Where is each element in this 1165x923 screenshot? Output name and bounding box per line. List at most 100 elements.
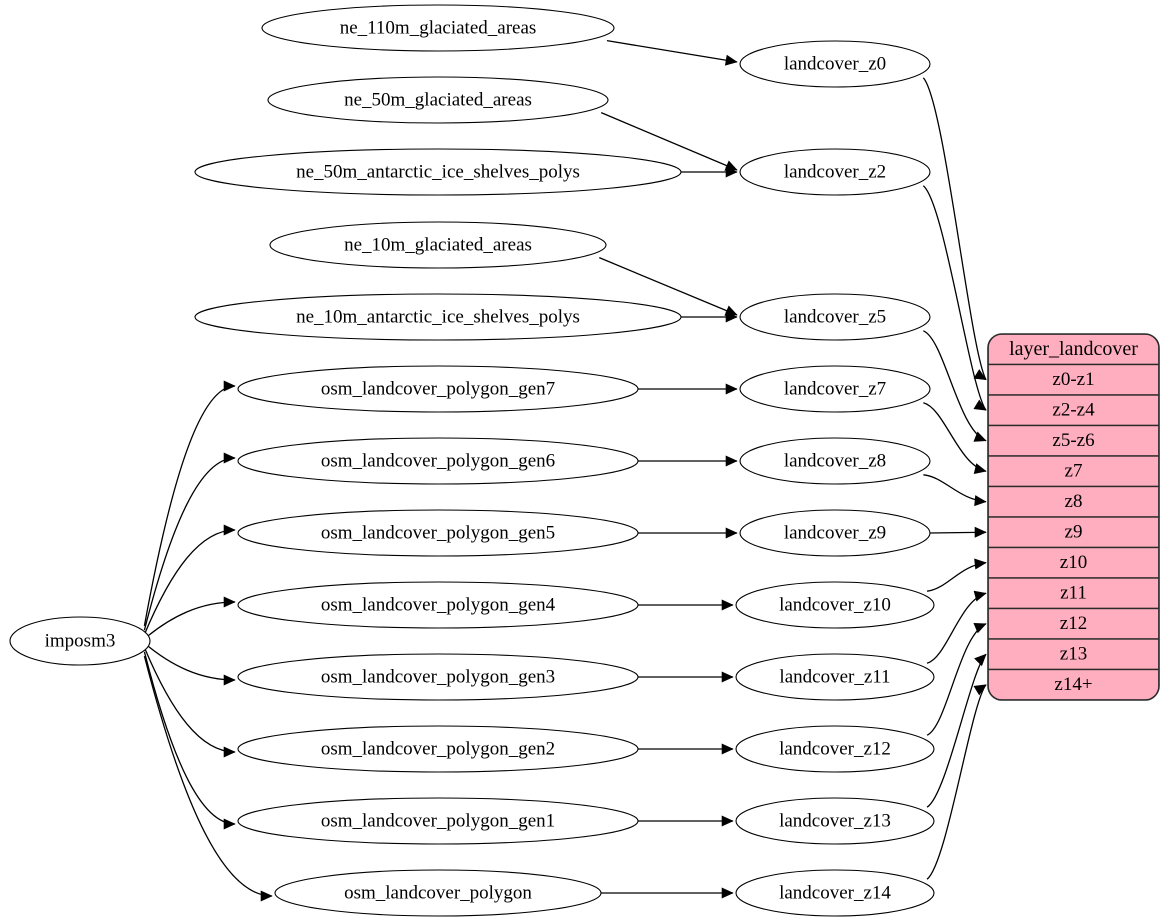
node-ne110ga[interactable]: ne_110m_glaciated_areas: [261, 4, 615, 52]
arrow-head: [223, 380, 236, 392]
node-label-lc_z8: landcover_z8: [784, 450, 886, 471]
node-shape-ne10ais: [194, 293, 682, 341]
node-shape-gen6: [237, 437, 639, 485]
layer-table-row-5[interactable]: [988, 516, 1159, 549]
edge-imposm3-to-gen6: [143, 452, 236, 631]
layer-landcover-table[interactable]: layer_landcoverz0-z1z2-z4z5-z6z7z8z9z10z…: [987, 333, 1160, 701]
node-lc_z13[interactable]: landcover_z13: [735, 797, 935, 845]
arrow-head: [721, 743, 734, 755]
node-shape-gen0: [274, 869, 602, 917]
node-lc_z7[interactable]: landcover_z7: [739, 365, 931, 413]
node-label-ne110ga: ne_110m_glaciated_areas: [340, 17, 537, 38]
edges-layer: [143, 40, 987, 902]
node-label-lc_z0: landcover_z0: [784, 53, 886, 74]
node-lc_z9[interactable]: landcover_z9: [739, 509, 931, 557]
node-gen0[interactable]: osm_landcover_polygon: [274, 869, 602, 917]
node-gen1[interactable]: osm_landcover_polygon_gen1: [237, 797, 639, 845]
node-gen7[interactable]: osm_landcover_polygon_gen7: [237, 365, 639, 413]
node-lc_z5[interactable]: landcover_z5: [739, 293, 931, 341]
edge-imposm3-to-gen0: [143, 655, 273, 902]
layer-table-row-10[interactable]: [988, 668, 1159, 701]
node-shape-gen1: [237, 797, 639, 845]
layer-table-row-8[interactable]: [988, 607, 1159, 640]
node-label-imposm3: imposm3: [45, 630, 116, 651]
node-ne10ga[interactable]: ne_10m_glaciated_areas: [269, 221, 607, 269]
edge-lc_z0-to-table-row-0: [922, 77, 987, 381]
node-shape-imposm3: [9, 616, 151, 666]
edge-imposm3-to-gen5: [143, 524, 236, 635]
layer-table-row-2[interactable]: [988, 424, 1159, 457]
arrow-head: [223, 818, 236, 830]
edge-lc_z13-to-table-row-9-line: [926, 653, 987, 808]
layer-table-row-4[interactable]: [988, 485, 1159, 518]
layer-table-row-6[interactable]: [988, 546, 1159, 579]
edge-gen1-to-lc_z13: [638, 815, 734, 827]
arrow-head: [974, 495, 987, 507]
node-label-gen4: osm_landcover_polygon_gen4: [321, 594, 556, 615]
layer-table-row-label-0: z0-z1: [1052, 369, 1094, 390]
node-label-gen3: osm_landcover_polygon_gen3: [321, 666, 555, 687]
node-ne50ga[interactable]: ne_50m_glaciated_areas: [267, 76, 609, 124]
node-label-lc_z12: landcover_z12: [779, 738, 891, 759]
node-gen5[interactable]: osm_landcover_polygon_gen5: [237, 509, 639, 557]
edge-gen5-to-lc_z9: [638, 527, 738, 539]
edge-lc_z0-to-table-row-0-line: [922, 77, 987, 381]
node-label-gen1: osm_landcover_polygon_gen1: [321, 810, 555, 831]
node-shape-lc_z11: [735, 653, 935, 701]
layer-table-row-label-10: z14+: [1054, 674, 1092, 695]
node-shape-lc_z2: [739, 148, 931, 196]
node-gen4[interactable]: osm_landcover_polygon_gen4: [237, 581, 639, 629]
node-imposm3[interactable]: imposm3: [9, 616, 151, 666]
node-ne10ais[interactable]: ne_10m_antarctic_ice_shelves_polys: [194, 293, 682, 341]
arrow-head: [973, 399, 987, 411]
layer-table-row-label-9: z13: [1060, 644, 1087, 665]
arrow-head: [260, 890, 273, 902]
edge-imposm3-to-gen7-line: [143, 385, 236, 626]
edge-imposm3-to-gen3-line: [143, 642, 236, 681]
node-label-lc_z9: landcover_z9: [784, 522, 886, 543]
arrow-head: [973, 369, 987, 381]
arrow-head: [974, 526, 987, 538]
layer-table-row-label-5: z9: [1065, 522, 1083, 543]
edge-ne50ais-to-lc_z2: [681, 166, 738, 178]
node-lc_z11[interactable]: landcover_z11: [735, 653, 935, 701]
edge-lc_z12-to-table-row-8-line: [926, 623, 987, 736]
arrow-head: [721, 599, 734, 611]
node-lc_z10[interactable]: landcover_z10: [735, 581, 935, 629]
node-label-lc_z5: landcover_z5: [784, 306, 886, 327]
node-shape-lc_z8: [739, 437, 931, 485]
nodes-layer: imposm3 ne_110m_glaciated_areas ne_50m_gla…: [9, 4, 935, 917]
arrow-head: [973, 463, 987, 474]
edge-gen4-to-lc_z10: [638, 599, 734, 611]
node-shape-ne10ga: [269, 221, 607, 269]
arrow-head: [223, 524, 236, 536]
edge-ne50ga-to-lc_z2-line: [600, 112, 738, 171]
edge-gen0-to-lc_z14: [601, 887, 734, 899]
arrow-head: [223, 746, 236, 758]
edge-imposm3-to-gen4-line: [143, 601, 236, 640]
node-ne50ais[interactable]: ne_50m_antarctic_ice_shelves_polys: [194, 148, 682, 196]
arrow-head: [724, 54, 738, 66]
node-label-ne10ga: ne_10m_glaciated_areas: [344, 234, 532, 255]
edge-imposm3-to-gen1: [143, 651, 236, 830]
layer-table-row-label-3: z7: [1065, 461, 1083, 482]
node-lc_z12[interactable]: landcover_z12: [735, 725, 935, 773]
node-gen2[interactable]: osm_landcover_polygon_gen2: [237, 725, 639, 773]
node-lc_z14[interactable]: landcover_z14: [735, 869, 935, 917]
arrow-head: [725, 311, 738, 323]
node-lc_z8[interactable]: landcover_z8: [739, 437, 931, 485]
node-label-lc_z13: landcover_z13: [779, 810, 891, 831]
node-shape-gen2: [237, 725, 639, 773]
edge-gen3-to-lc_z11: [638, 671, 734, 683]
node-lc_z2[interactable]: landcover_z2: [739, 148, 931, 196]
arrow-head: [974, 653, 987, 667]
edge-lc_z14-to-table-row-10-line: [926, 684, 987, 880]
edge-imposm3-to-gen3: [143, 642, 236, 686]
node-lc_z0[interactable]: landcover_z0: [739, 40, 931, 88]
node-gen6[interactable]: osm_landcover_polygon_gen6: [237, 437, 639, 485]
arrow-head: [725, 455, 738, 467]
node-label-lc_z7: landcover_z7: [784, 378, 886, 399]
node-shape-gen5: [237, 509, 639, 557]
node-gen3[interactable]: osm_landcover_polygon_gen3: [237, 653, 639, 701]
